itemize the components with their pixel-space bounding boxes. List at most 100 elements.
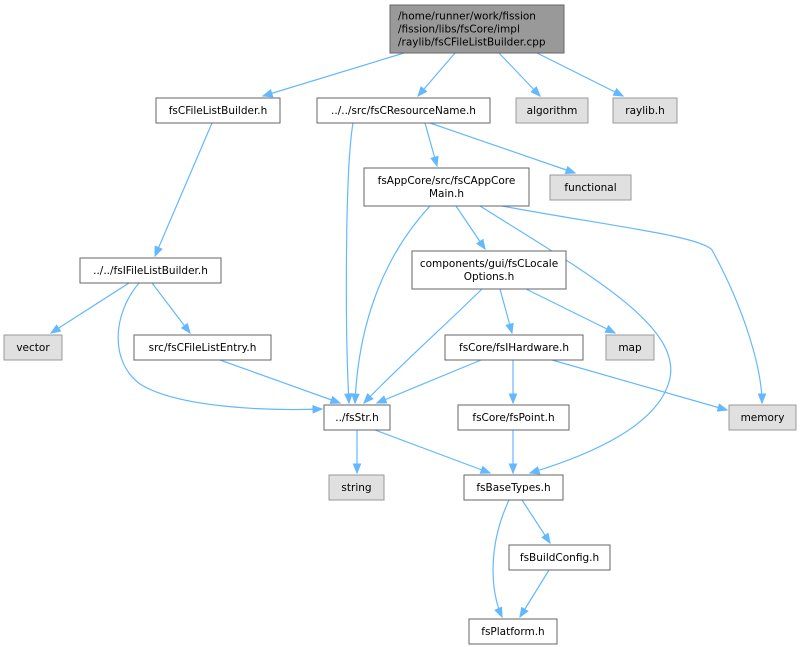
- edge-fsCFileListEntry_h-to-fsStr_h: [219, 359, 342, 404]
- edge-fsIHardware_h-to-memory: [551, 359, 729, 412]
- edge-line: [345, 122, 354, 404]
- node-box: [363, 167, 530, 207]
- edge-line: [363, 288, 483, 404]
- node-box: [316, 97, 491, 124]
- node-box: [728, 404, 797, 431]
- edge-line: [501, 205, 763, 404]
- node-fsPoint-h[interactable]: fsCore/fsPoint.h: [457, 404, 570, 431]
- node-label: Options.h: [464, 271, 515, 283]
- arrowhead-icon: [530, 86, 541, 97]
- edge-line: [525, 288, 616, 334]
- edge-line: [151, 282, 191, 334]
- node-fsIFileListBuilder-h[interactable]: ../../fsIFileListBuilder.h: [79, 257, 222, 284]
- edge-line: [376, 359, 482, 404]
- node-label: raylib.h: [625, 105, 664, 117]
- node-fsBaseTypes-h[interactable]: fsBaseTypes.h: [463, 474, 564, 501]
- arrowhead-icon: [508, 393, 518, 405]
- arrowhead-icon: [351, 393, 360, 405]
- node-label: ../fsStr.h: [335, 412, 379, 424]
- edge-fsBaseTypes_h-to-fsBuildConfig_h: [521, 499, 551, 545]
- edge-line: [429, 122, 576, 174]
- node-label: fsCore/fsIHardware.h: [459, 342, 569, 354]
- edge-line: [219, 359, 341, 404]
- node-vector: vector: [3, 334, 63, 361]
- edge-line: [262, 52, 405, 97]
- node-fsCResourceName-h[interactable]: ../../src/fsCResourceName.h: [316, 97, 491, 124]
- node-box: [155, 97, 281, 124]
- edge-line: [492, 499, 510, 618]
- arrowhead-icon: [329, 395, 342, 404]
- node-box: [508, 544, 611, 571]
- node-map: map: [605, 334, 655, 361]
- node-label: functional: [564, 182, 616, 194]
- node-fsCFileListEntry-h[interactable]: src/fsCFileListEntry.h: [133, 334, 272, 361]
- arrowhead-icon: [604, 324, 617, 334]
- edge-fsCLocaleOptions_h-to-map: [525, 288, 617, 334]
- arrowhead-icon: [417, 85, 428, 98]
- node-label: ../../src/fsCResourceName.h: [331, 105, 476, 117]
- node-fsStr-h[interactable]: ../fsStr.h: [323, 404, 391, 431]
- edge-fsStr_h-to-string: [352, 430, 362, 475]
- node-fsBuildConfig-h[interactable]: fsBuildConfig.h: [508, 544, 611, 571]
- edge-fsCFileListBuilder_h-to-fsIFileListBuilder_h: [154, 122, 213, 258]
- node-box: [549, 174, 632, 201]
- node-box: [133, 334, 272, 361]
- node-box: [444, 334, 584, 361]
- node-label: fsCore/fsPoint.h: [472, 412, 554, 424]
- edge-fsIFileListBuilder_h-to-fsCFileListEntry_h: [151, 282, 191, 335]
- node-box: [79, 257, 222, 284]
- edge-fsCAppCoreMain_h-to-fsCLocaleOptions_h: [455, 205, 486, 251]
- edge-root-to-fsCFileListBuilder_h: [261, 52, 405, 98]
- arrowhead-icon: [716, 403, 729, 412]
- edge-line: [536, 52, 624, 97]
- node-label: fsAppCore/src/fsCAppCore: [378, 175, 516, 187]
- node-label: fsBaseTypes.h: [476, 482, 550, 494]
- node-fsPlatform-h[interactable]: fsPlatform.h: [468, 618, 558, 645]
- edge-fsCAppCoreMain_h-to-fsStr_h: [351, 205, 431, 405]
- arrowhead-icon: [519, 606, 529, 619]
- edge-fsIFileListBuilder_h-to-vector: [49, 282, 130, 334]
- node-box: [3, 334, 63, 361]
- node-label: string: [341, 482, 371, 494]
- node-label: Main.h: [429, 188, 464, 200]
- arrowhead-icon: [344, 393, 353, 405]
- edge-fsIHardware_h-to-fsStr_h: [375, 359, 482, 404]
- edge-fsBaseTypes_h-to-fsPlatform_h: [492, 499, 510, 619]
- node-box: [411, 250, 567, 290]
- node-root: /home/runner/work/fission/fission/libs/f…: [389, 4, 565, 54]
- node-functional: functional: [549, 174, 632, 201]
- node-label: /home/runner/work/fission: [398, 11, 536, 23]
- edge-fsBuildConfig_h-to-fsPlatform_h: [519, 569, 550, 619]
- arrowhead-icon: [528, 466, 541, 475]
- arrowhead-icon: [757, 393, 767, 405]
- arrowhead-icon: [476, 238, 486, 251]
- edge-line: [479, 205, 672, 474]
- node-fsCFileListBuilder-h[interactable]: fsCFileListBuilder.h: [155, 97, 281, 124]
- arrowhead-icon: [312, 404, 324, 414]
- arrowhead-icon: [363, 393, 374, 404]
- arrowhead-icon: [494, 606, 503, 619]
- edge-line: [50, 282, 130, 334]
- node-string: string: [328, 474, 385, 501]
- edge-root-to-fsCResourceName_h: [417, 52, 456, 98]
- edge-fsCLocaleOptions_h-to-fsIHardware_h: [499, 288, 514, 335]
- node-label: memory: [741, 412, 785, 424]
- node-fsIHardware-h[interactable]: fsCore/fsIHardware.h: [444, 334, 584, 361]
- arrowhead-icon: [49, 324, 62, 334]
- arrowhead-icon: [375, 395, 388, 404]
- node-box: [389, 4, 565, 54]
- node-label: map: [618, 342, 642, 354]
- node-label: components/gui/fsCLocale: [420, 258, 558, 270]
- arrowhead-icon: [564, 165, 577, 175]
- edge-line: [154, 122, 213, 257]
- node-label: fsPlatform.h: [481, 626, 544, 638]
- edge-fsCAppCoreMain_h-to-fsBaseTypes_h: [479, 205, 672, 475]
- arrowhead-icon: [479, 465, 492, 474]
- node-label: ../../fsIFileListBuilder.h: [93, 265, 208, 277]
- arrowhead-icon: [180, 322, 191, 335]
- node-raylib-h: raylib.h: [612, 97, 678, 124]
- edge-fsPoint_h-to-fsBaseTypes_h: [508, 430, 518, 475]
- edge-root-to-algorithm: [498, 52, 541, 97]
